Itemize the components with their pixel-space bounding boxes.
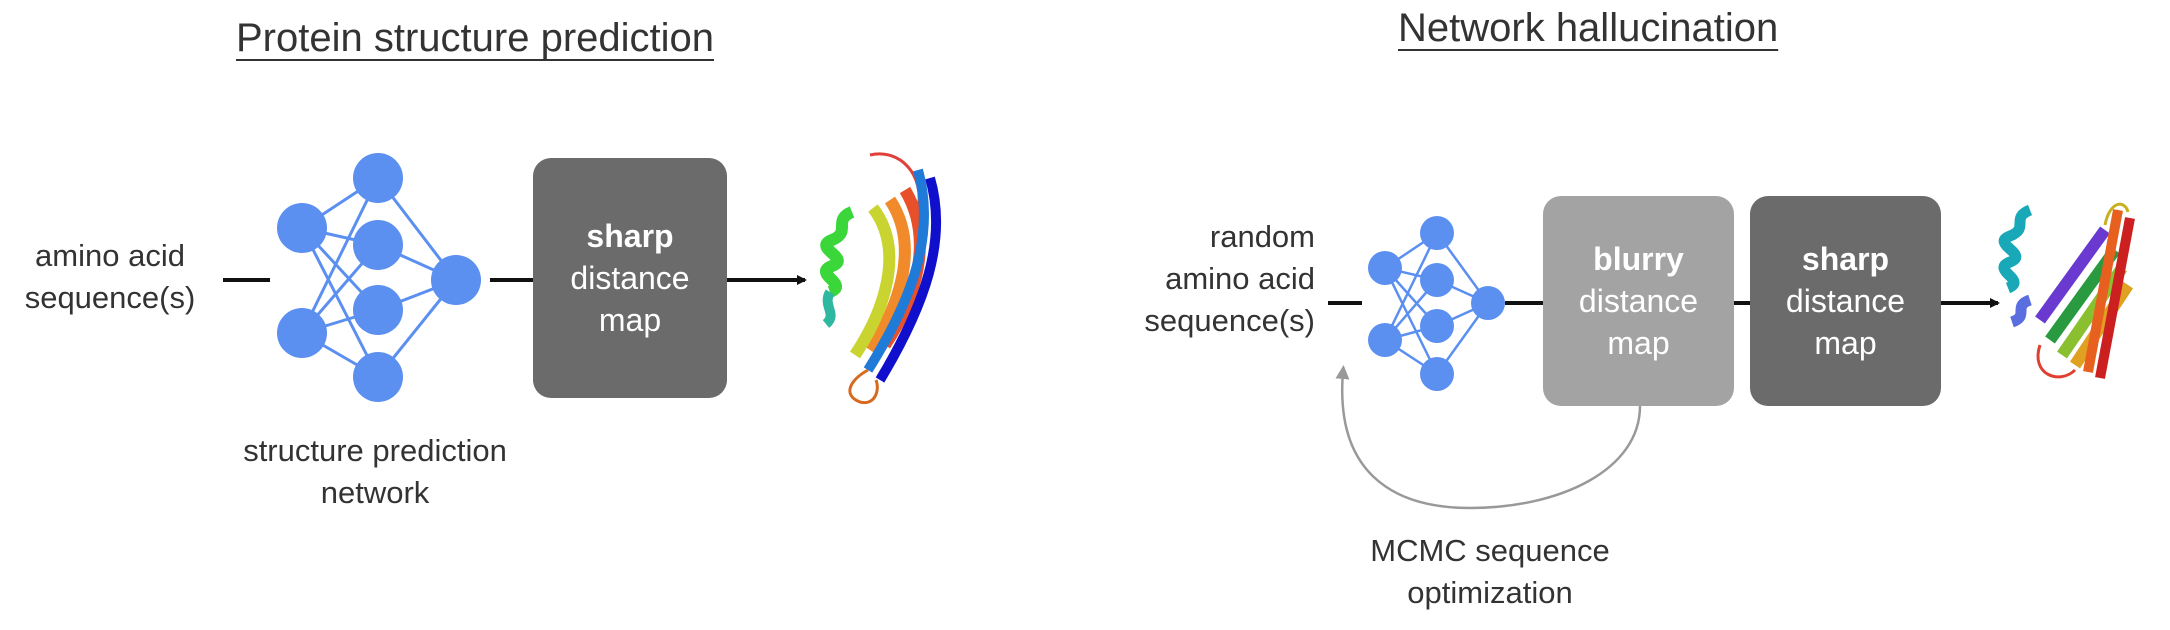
left-input-line-2: sequence(s)	[24, 280, 196, 315]
blurry-box-bold: blurry	[1593, 241, 1684, 277]
left-sharp-distance-map: sharp distance map	[533, 158, 727, 398]
left-node	[353, 285, 403, 335]
blurry-box-line-2: map	[1607, 325, 1670, 361]
right-input-line-1: random	[1209, 219, 1315, 254]
left-input-label: amino acid sequence(s)	[5, 235, 215, 319]
left-box-line-1: distance	[570, 260, 690, 296]
mcmc-label-line-2: optimization	[1407, 575, 1573, 610]
right-node	[1420, 263, 1454, 297]
right-node	[1420, 309, 1454, 343]
network-label: structure prediction network	[215, 430, 535, 514]
right-node	[1420, 357, 1454, 391]
right-input-line-3: sequence(s)	[1144, 303, 1315, 338]
left-network-nodes	[277, 153, 481, 402]
left-node	[431, 255, 481, 305]
mcmc-loop-arrow	[1335, 365, 1642, 510]
left-node	[277, 203, 327, 253]
right-box-line-2: map	[1814, 325, 1877, 361]
left-node	[353, 220, 403, 270]
left-node	[353, 153, 403, 203]
right-input-label: random amino acid sequence(s)	[1085, 216, 1315, 342]
network-label-line-2: network	[320, 475, 430, 510]
right-box-line-1: distance	[1785, 283, 1906, 319]
right-title: Network hallucination	[1398, 6, 1779, 50]
left-box-bold: sharp	[586, 218, 674, 254]
right-node	[1368, 251, 1402, 285]
left-node	[277, 308, 327, 358]
network-label-line-1: structure prediction	[243, 433, 507, 468]
left-node	[353, 352, 403, 402]
right-node	[1471, 286, 1505, 320]
right-box-bold: sharp	[1801, 241, 1890, 277]
mcmc-label: MCMC sequence optimization	[1330, 530, 1650, 614]
blurry-distance-map: blurry distance map	[1543, 196, 1734, 406]
right-input-line-2: amino acid	[1165, 261, 1315, 296]
right-node	[1420, 216, 1454, 250]
left-title: Protein structure prediction	[236, 16, 715, 60]
right-sharp-distance-map: sharp distance map	[1750, 196, 1941, 406]
blurry-box-line-1: distance	[1578, 283, 1699, 319]
left-input-line-1: amino acid	[35, 238, 185, 273]
left-box-line-2: map	[598, 302, 662, 338]
right-node	[1368, 323, 1402, 357]
right-protein-structure-image	[1998, 202, 2135, 379]
right-network-nodes	[1368, 216, 1505, 391]
left-protein-structure-image	[820, 152, 942, 405]
mcmc-label-line-1: MCMC sequence	[1370, 533, 1610, 568]
